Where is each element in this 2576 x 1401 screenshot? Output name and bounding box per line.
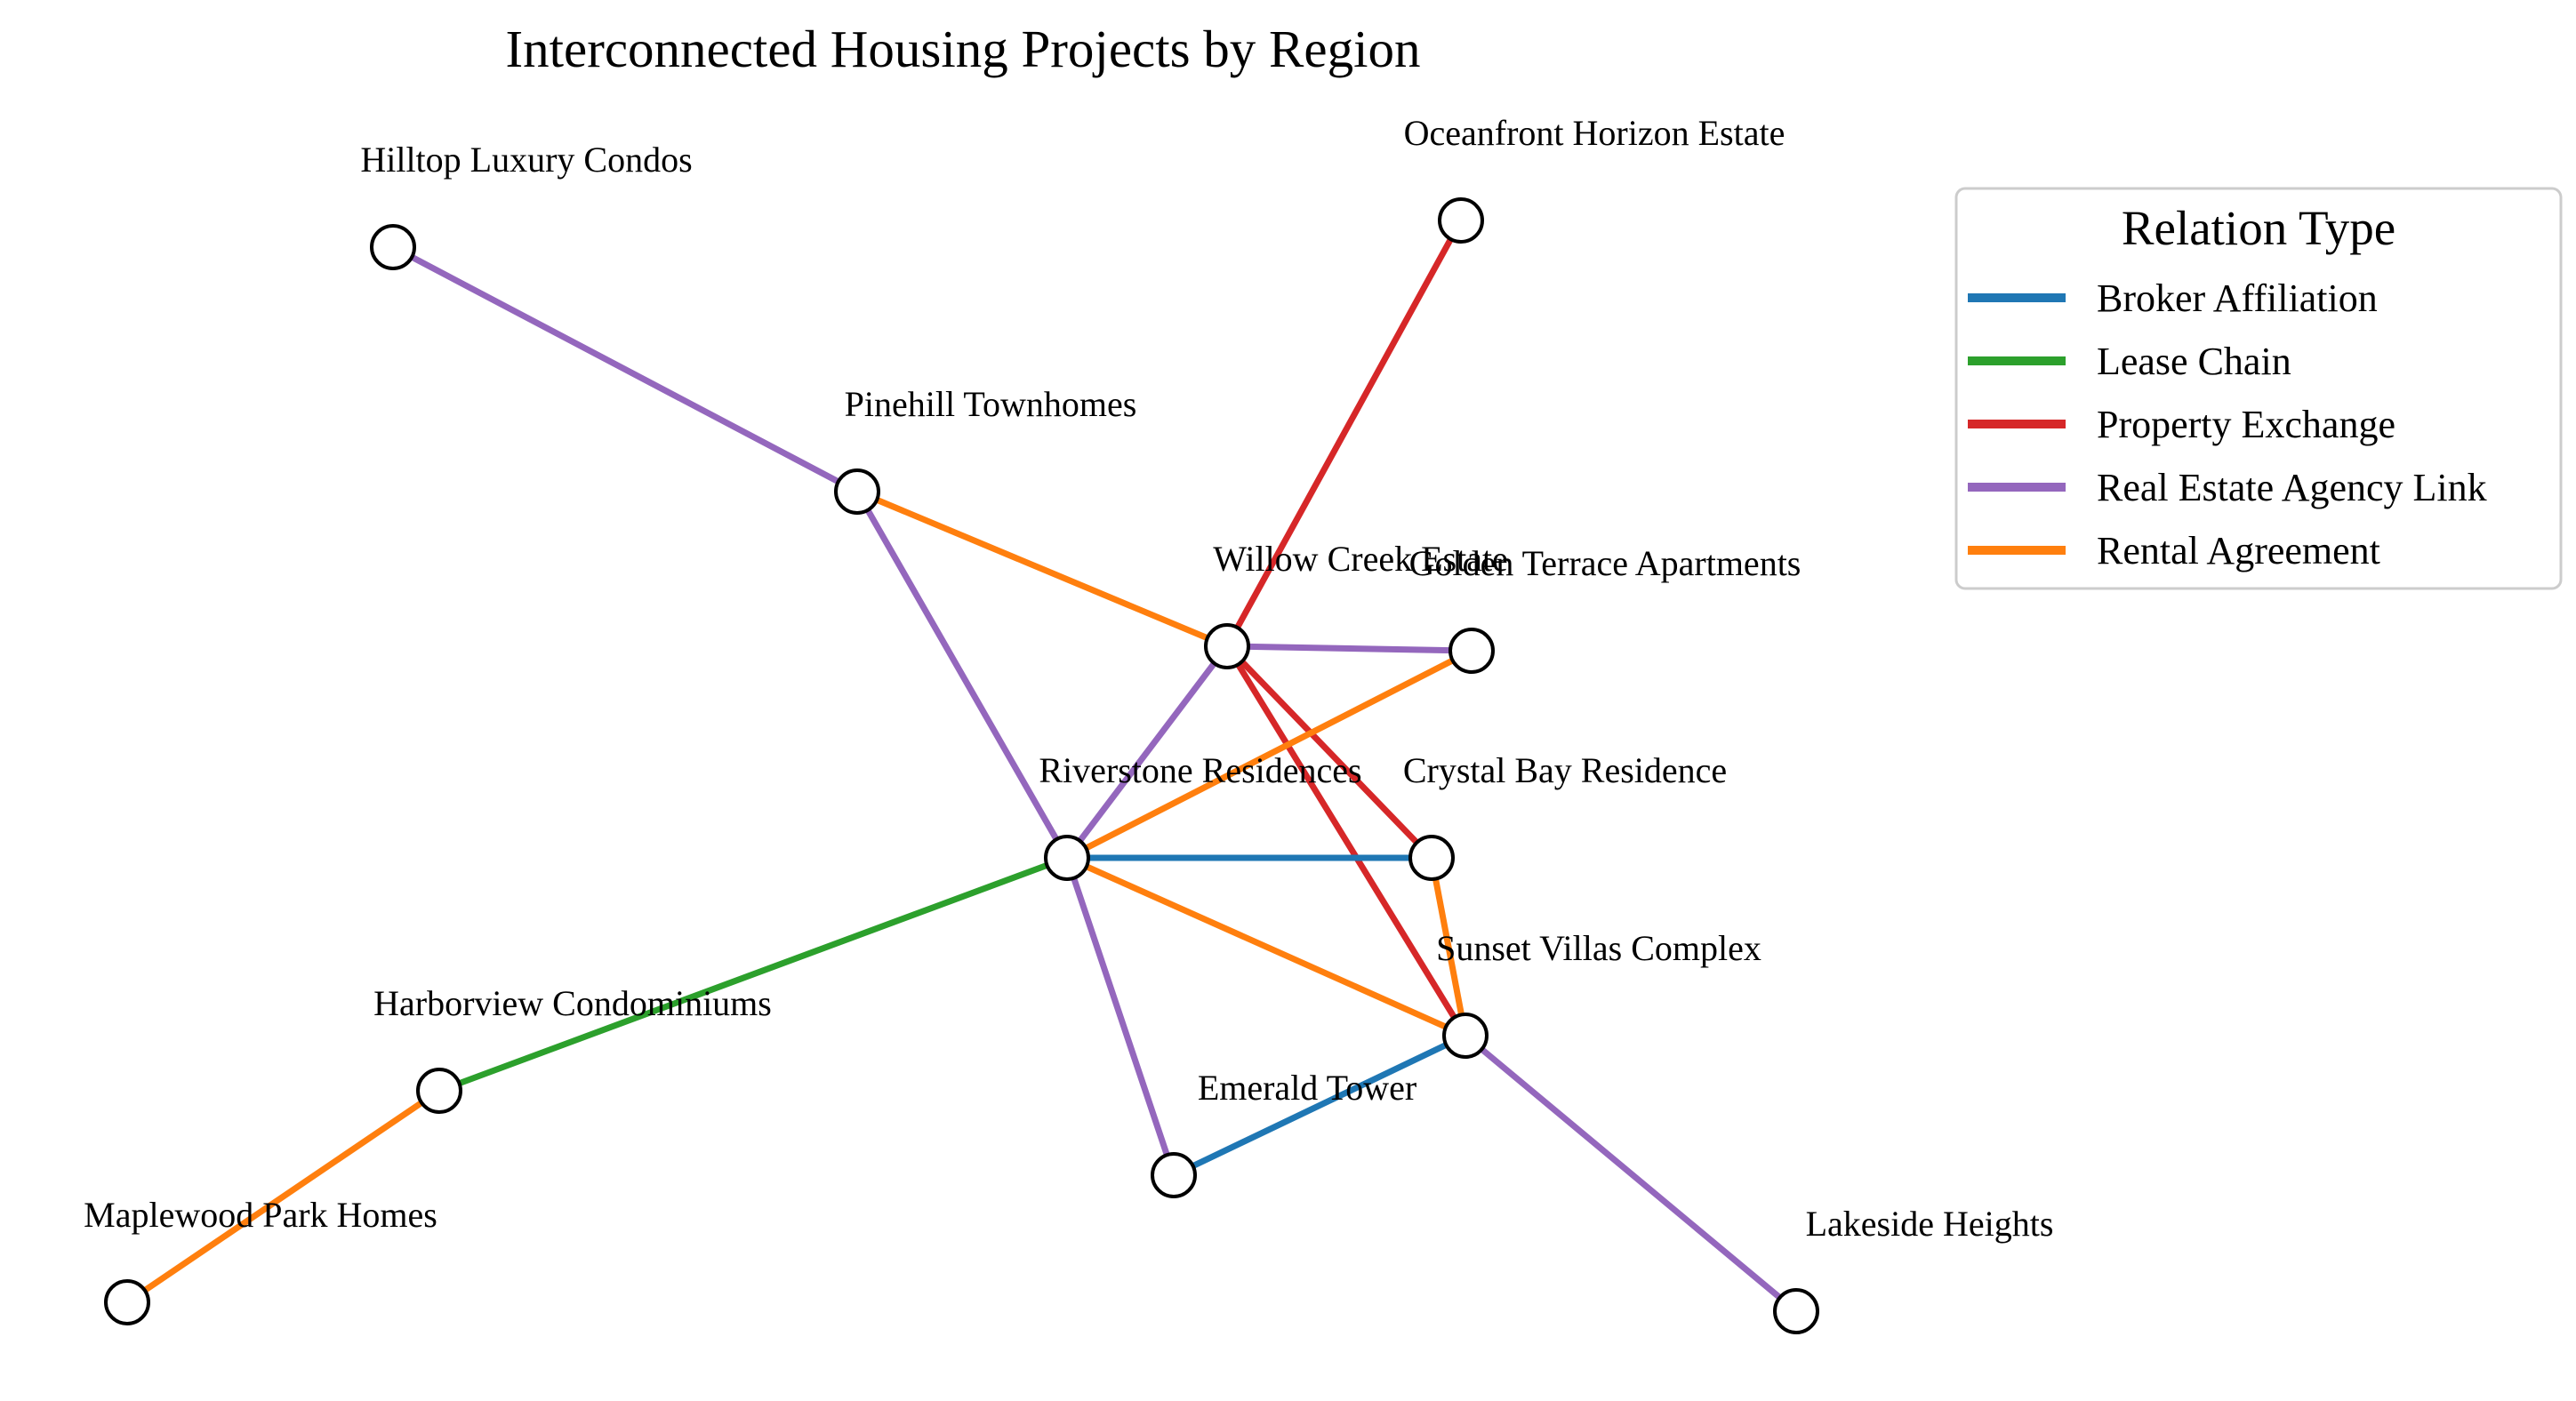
node-riverstone[interactable]	[1044, 835, 1090, 881]
edge-willow-riverstone	[1064, 644, 1230, 861]
edge-pinehill-riverstone	[854, 490, 1071, 860]
edge-harborview-maplewood	[125, 1088, 441, 1305]
edge-pinehill-willow	[855, 488, 1229, 650]
diagram-title: Interconnected Housing Projects by Regio…	[506, 20, 1421, 78]
node-lakeside[interactable]	[1773, 1288, 1819, 1334]
legend-label-broker-affiliation: Broker Affiliation	[2097, 276, 2378, 320]
legend-label-rental-agreement: Rental Agreement	[2097, 529, 2380, 572]
node-label-pinehill: Pinehill Townhomes	[845, 384, 1137, 424]
node-layer	[104, 197, 1819, 1334]
edge-oceanfront-willow	[1224, 219, 1465, 648]
node-oceanfront[interactable]	[1438, 197, 1484, 244]
edge-riverstone-sunset	[1065, 854, 1467, 1039]
node-maplewood[interactable]	[104, 1279, 150, 1325]
edge-willow-golden	[1226, 643, 1473, 654]
legend-label-property-exchange: Property Exchange	[2097, 403, 2395, 446]
node-label-maplewood: Maplewood Park Homes	[84, 1195, 437, 1235]
edge-sunset-lakeside	[1463, 1033, 1799, 1314]
node-hilltop[interactable]	[370, 224, 416, 270]
edge-layer	[125, 219, 1799, 1314]
node-label-sunset: Sunset Villas Complex	[1436, 928, 1761, 968]
edge-willow-crystal	[1224, 644, 1434, 861]
node-label-lakeside: Lakeside Heights	[1806, 1204, 2054, 1244]
node-label-emerald: Emerald Tower	[1198, 1068, 1416, 1108]
legend-label-lease-chain: Lease Chain	[2097, 340, 2291, 383]
edge-riverstone-emerald	[1063, 856, 1177, 1177]
node-willow[interactable]	[1204, 623, 1250, 669]
node-pinehill[interactable]	[834, 468, 880, 515]
legend-title: Relation Type	[2122, 201, 2395, 255]
node-label-hilltop: Hilltop Luxury Condos	[360, 140, 692, 180]
edge-willow-sunset	[1224, 644, 1468, 1037]
node-emerald[interactable]	[1151, 1152, 1197, 1198]
node-label-willow: Willow Creek Estate	[1213, 539, 1508, 579]
edge-crystal-sunset	[1428, 857, 1469, 1037]
legend-frame	[1954, 187, 2563, 590]
label-layer: Hilltop Luxury Condos Oceanfront Horizon …	[84, 113, 2053, 1244]
edge-sunset-emerald	[1172, 1032, 1467, 1179]
edge-golden-riverstone	[1065, 647, 1473, 861]
node-sunset[interactable]	[1442, 1013, 1489, 1059]
node-harborview[interactable]	[416, 1068, 462, 1114]
node-label-riverstone: Riverstone Residences	[1039, 750, 1361, 790]
legend-label-real-estate-agency-link: Real Estate Agency Link	[2097, 466, 2487, 509]
node-crystal[interactable]	[1408, 835, 1455, 881]
node-label-oceanfront: Oceanfront Horizon Estate	[1404, 113, 1786, 153]
edge-riverstone-harborview	[437, 854, 1069, 1094]
node-label-crystal: Crystal Bay Residence	[1403, 750, 1727, 790]
node-label-harborview: Harborview Condominiums	[373, 983, 772, 1023]
node-label-golden: Golden Terrace Apartments	[1409, 543, 1802, 583]
node-golden[interactable]	[1448, 628, 1495, 674]
edge-hilltop-pinehill	[391, 244, 859, 495]
